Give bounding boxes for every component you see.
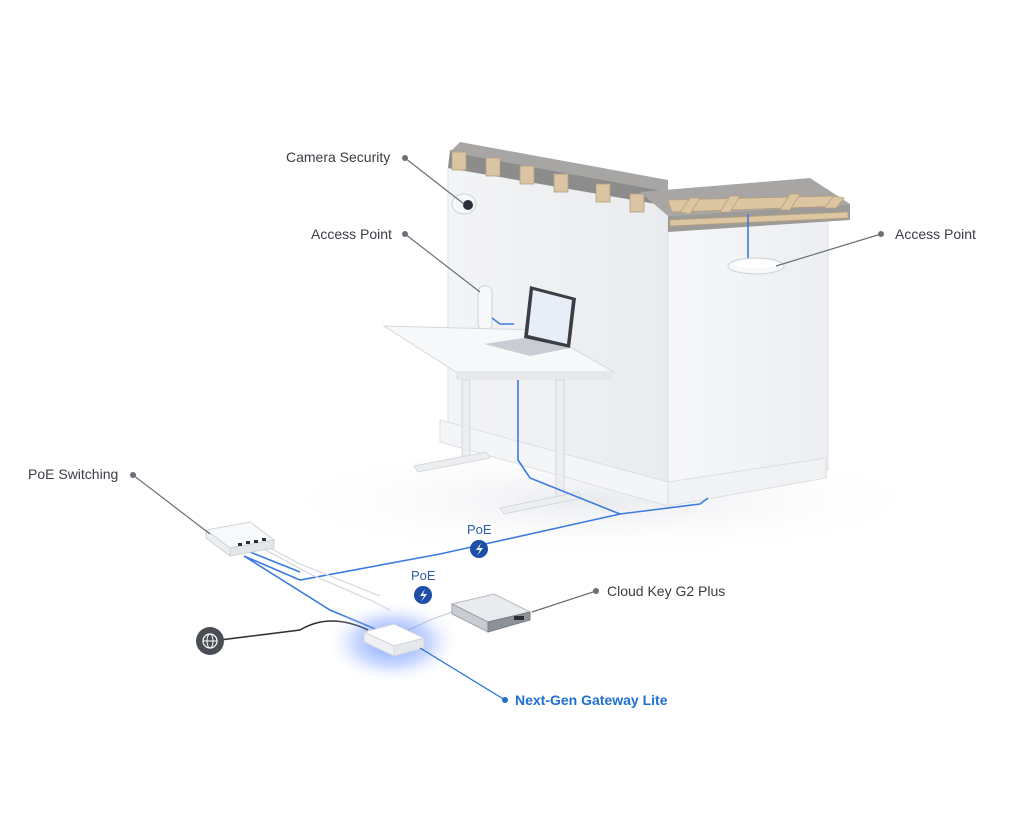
ceiling-joists: [667, 193, 849, 227]
access-point-ceiling-device: [727, 257, 785, 275]
cloud-key-device: [450, 593, 532, 633]
access-point-tower: [477, 285, 493, 331]
label-access-point-wall: Access Point: [311, 226, 392, 242]
globe-icon: [196, 627, 224, 655]
gateway-device: [362, 623, 426, 657]
lightning-bolt-icon: [470, 540, 488, 558]
laptop: [484, 286, 576, 356]
gateway-leader-dot: [502, 697, 508, 703]
leader-lines: [132, 157, 882, 613]
label-camera-security: Camera Security: [286, 149, 391, 165]
label-poe-2: PoE: [411, 568, 436, 583]
lightning-bolt-icon: [414, 586, 432, 604]
label-gateway: Next-Gen Gateway Lite: [515, 692, 668, 708]
wall-baseboard-right: [667, 457, 827, 507]
cables-gray: [261, 545, 391, 611]
label-cloud-key: Cloud Key G2 Plus: [607, 583, 726, 599]
desk: [382, 325, 616, 515]
label-access-point-ceiling: Access Point: [895, 226, 976, 242]
gateway-leader-line: [419, 647, 506, 701]
label-poe-1: PoE: [467, 522, 492, 537]
wood-studs: [451, 151, 645, 213]
leader-dots: [130, 155, 884, 594]
label-poe-switching: PoE Switching: [28, 466, 119, 482]
wall: [439, 142, 850, 507]
poe-switch-device: [204, 521, 276, 557]
wall-top-stone-top: [450, 142, 668, 192]
